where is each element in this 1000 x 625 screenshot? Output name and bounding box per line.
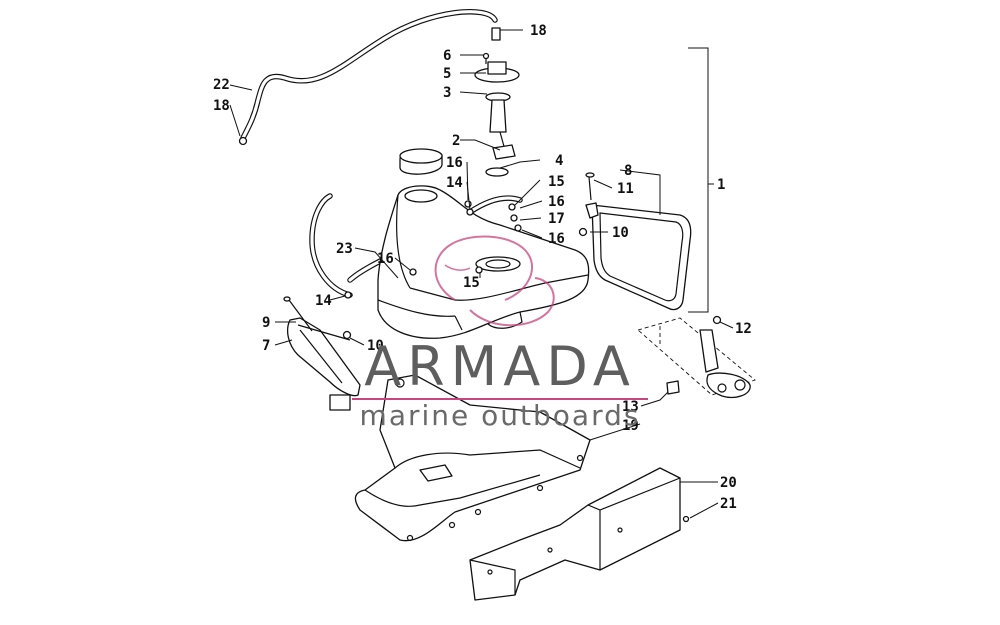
callout-12: 12 bbox=[735, 321, 752, 337]
callout-19: 19 bbox=[622, 418, 639, 434]
callout-2: 2 bbox=[452, 133, 460, 149]
callout-13: 13 bbox=[622, 399, 639, 415]
callout-20: 20 bbox=[720, 475, 737, 491]
leader-lines bbox=[229, 29, 734, 519]
bolt-12 bbox=[712, 315, 722, 325]
fuel-tank bbox=[377, 185, 590, 339]
callout-22: 22 bbox=[213, 77, 230, 93]
callout-8: 8 bbox=[624, 163, 632, 179]
bolt-9 bbox=[283, 296, 313, 332]
watermark-divider bbox=[352, 398, 648, 400]
callout-14-a: 14 bbox=[446, 175, 463, 191]
callout-18-left: 18 bbox=[213, 98, 230, 114]
callout-18-top: 18 bbox=[530, 23, 547, 39]
callout-1: 1 bbox=[717, 177, 725, 193]
skid-plate bbox=[469, 467, 681, 601]
left-tank-strap bbox=[287, 317, 361, 411]
callout-9: 9 bbox=[262, 315, 270, 331]
bolt-11 bbox=[585, 172, 595, 201]
hose-fittings bbox=[344, 200, 522, 299]
lower-tray bbox=[354, 374, 591, 542]
callout-16-c: 16 bbox=[548, 231, 565, 247]
callout-21: 21 bbox=[720, 496, 737, 512]
callout-16-d: 16 bbox=[377, 251, 394, 267]
nut-10-right bbox=[578, 227, 588, 237]
callout-16-b: 16 bbox=[548, 194, 565, 210]
callout-17: 17 bbox=[548, 211, 565, 227]
vent-hose bbox=[238, 9, 501, 146]
callout-4: 4 bbox=[555, 153, 563, 169]
callout-15-b: 15 bbox=[463, 275, 480, 291]
callout-10-right: 10 bbox=[612, 225, 629, 241]
callout-11: 11 bbox=[617, 181, 634, 197]
screw-21 bbox=[682, 515, 690, 523]
callout-15-a: 15 bbox=[548, 174, 565, 190]
callout-10-left: 10 bbox=[367, 338, 384, 354]
callout-5: 5 bbox=[443, 66, 451, 82]
callout-labels: 18 6 5 3 22 18 2 4 16 14 15 16 17 16 8 1… bbox=[213, 23, 752, 512]
fuel-cap bbox=[399, 148, 443, 175]
callout-3: 3 bbox=[443, 85, 451, 101]
mount-bracket bbox=[637, 317, 756, 399]
watermark-emblem bbox=[434, 235, 555, 327]
group-bracket-1 bbox=[688, 47, 714, 313]
right-tank-strap bbox=[585, 202, 692, 311]
pump-gasket bbox=[485, 167, 509, 177]
nut-10-left bbox=[342, 330, 352, 340]
watermark-brand-name: ARMADA bbox=[364, 335, 636, 398]
callout-23: 23 bbox=[336, 241, 353, 257]
fuel-pump-assembly bbox=[474, 52, 520, 160]
callout-14-b: 14 bbox=[315, 293, 332, 309]
watermark-tagline: marine outboards bbox=[359, 399, 641, 432]
callout-16-a: 16 bbox=[446, 155, 463, 171]
callout-6: 6 bbox=[443, 48, 451, 64]
callout-7: 7 bbox=[262, 338, 270, 354]
